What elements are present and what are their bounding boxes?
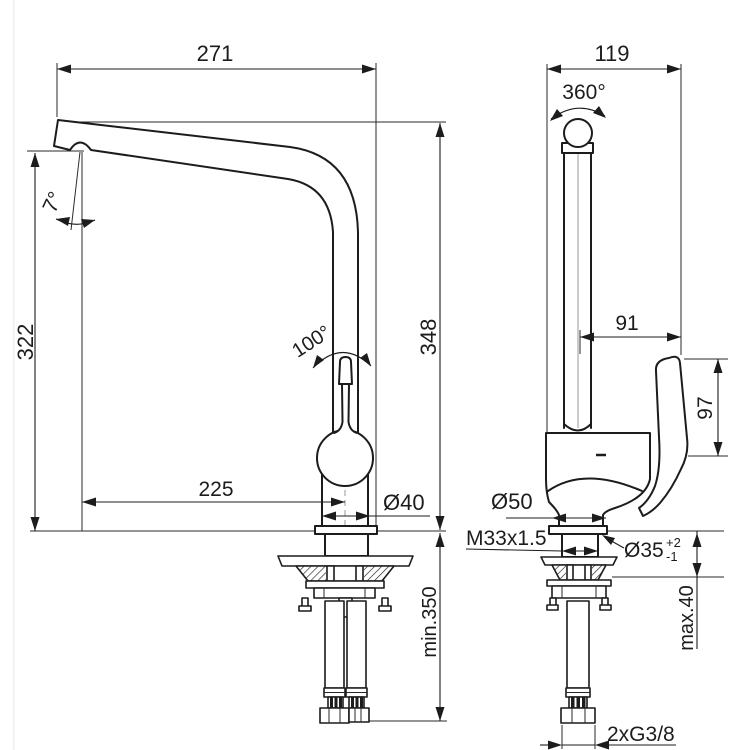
dimension-base-diameter: Ø50 [491,489,606,523]
handle-lever-side [333,356,358,434]
dim-label-hole-tol-minus: -1 [666,549,678,564]
side-view: 271 7° 322 348 100° [13,41,447,724]
dim-label-base-diameter: Ø50 [491,489,533,514]
mounting-studs-side [298,597,392,612]
mounting-washer-front [546,579,612,587]
dimension-hose-min-length: min.350 [419,533,445,721]
base-shank-side [324,533,369,557]
dimension-outlet-to-axis: 225 [82,478,345,507]
supply-hose [346,600,367,689]
spout-end-circle [563,118,593,148]
hose-nut [319,707,350,724]
dim-label-hole-diameter: Ø35 [624,539,664,562]
dim-label-handle-height: 97 [694,396,717,419]
faucet-outline-side [53,119,378,557]
dimension-outlet-height: 322 [13,153,40,531]
dim-label-swivel-angle: 360° [562,81,605,104]
dimension-handle-height: 97 [694,359,723,456]
faucet-outline-front [545,118,689,558]
front-view: 119 360° 91 97 Ø50 [465,41,728,750]
dim-label-spout-tilt: 7° [38,188,67,216]
base-flange-front [548,525,608,535]
dimension-spout-tilt-angle: 7° [38,188,96,228]
front-extension-lines [546,64,728,749]
dim-label-overall-width: 119 [594,41,629,66]
supply-hose [324,600,345,689]
dim-label-body-diameter: Ø40 [383,490,425,515]
dimension-deck-max-thickness: max.40 [676,531,702,651]
dim-label-outlet-height: 322 [13,324,38,361]
dimension-spout-top-height: 348 [416,123,445,530]
dim-label-hose-connection: 2xG3/8 [607,723,675,746]
dim-label-handle-reach: 91 [615,312,638,335]
dim-label-outlet-to-axis: 225 [198,478,233,501]
deck-plate-side [277,555,414,567]
spout-outline [53,119,359,434]
mounting-nut-front [551,585,607,599]
base-flange-side [314,525,378,535]
page-edge-line [13,0,15,750]
supply-hoses-side [319,600,370,724]
dimension-hole-diameter: Ø35 +2 -1 [602,535,681,564]
supply-hose-front [560,600,596,724]
dimension-thread-spec: M33x1.5 [465,527,598,556]
dim-label-deck-max: max.40 [676,585,698,651]
mounting-hardware-side [277,555,414,618]
dimension-overall-width: 119 [547,41,681,74]
dimension-handle-reach: 91 [580,312,681,342]
threaded-shank-front [561,533,599,558]
dim-label-spout-reach: 271 [197,41,234,66]
mounting-studs-front [546,597,612,611]
mounting-hardware-front [540,556,618,611]
deck-plate-front [540,556,618,566]
mounting-washer-side [305,580,385,589]
supply-hose [566,600,590,689]
dim-label-hose-min-length: min.350 [419,586,441,657]
handle-lever-front [638,355,689,517]
dimension-hose-connection: 2xG3/8 [540,723,676,750]
mounting-nut-side [313,587,376,599]
dim-label-hole-tol-plus: +2 [666,535,681,550]
dimension-swivel-angle: 360° [550,81,606,121]
dimension-body-diameter: Ø40 [322,490,430,521]
mixing-ball-body [316,429,374,487]
hose-nut [560,707,596,724]
dimension-spout-reach: 271 [57,41,376,74]
dim-label-spout-top-height: 348 [416,319,441,356]
dim-label-thread-spec: M33x1.5 [466,527,547,550]
hose-nut [348,707,370,723]
